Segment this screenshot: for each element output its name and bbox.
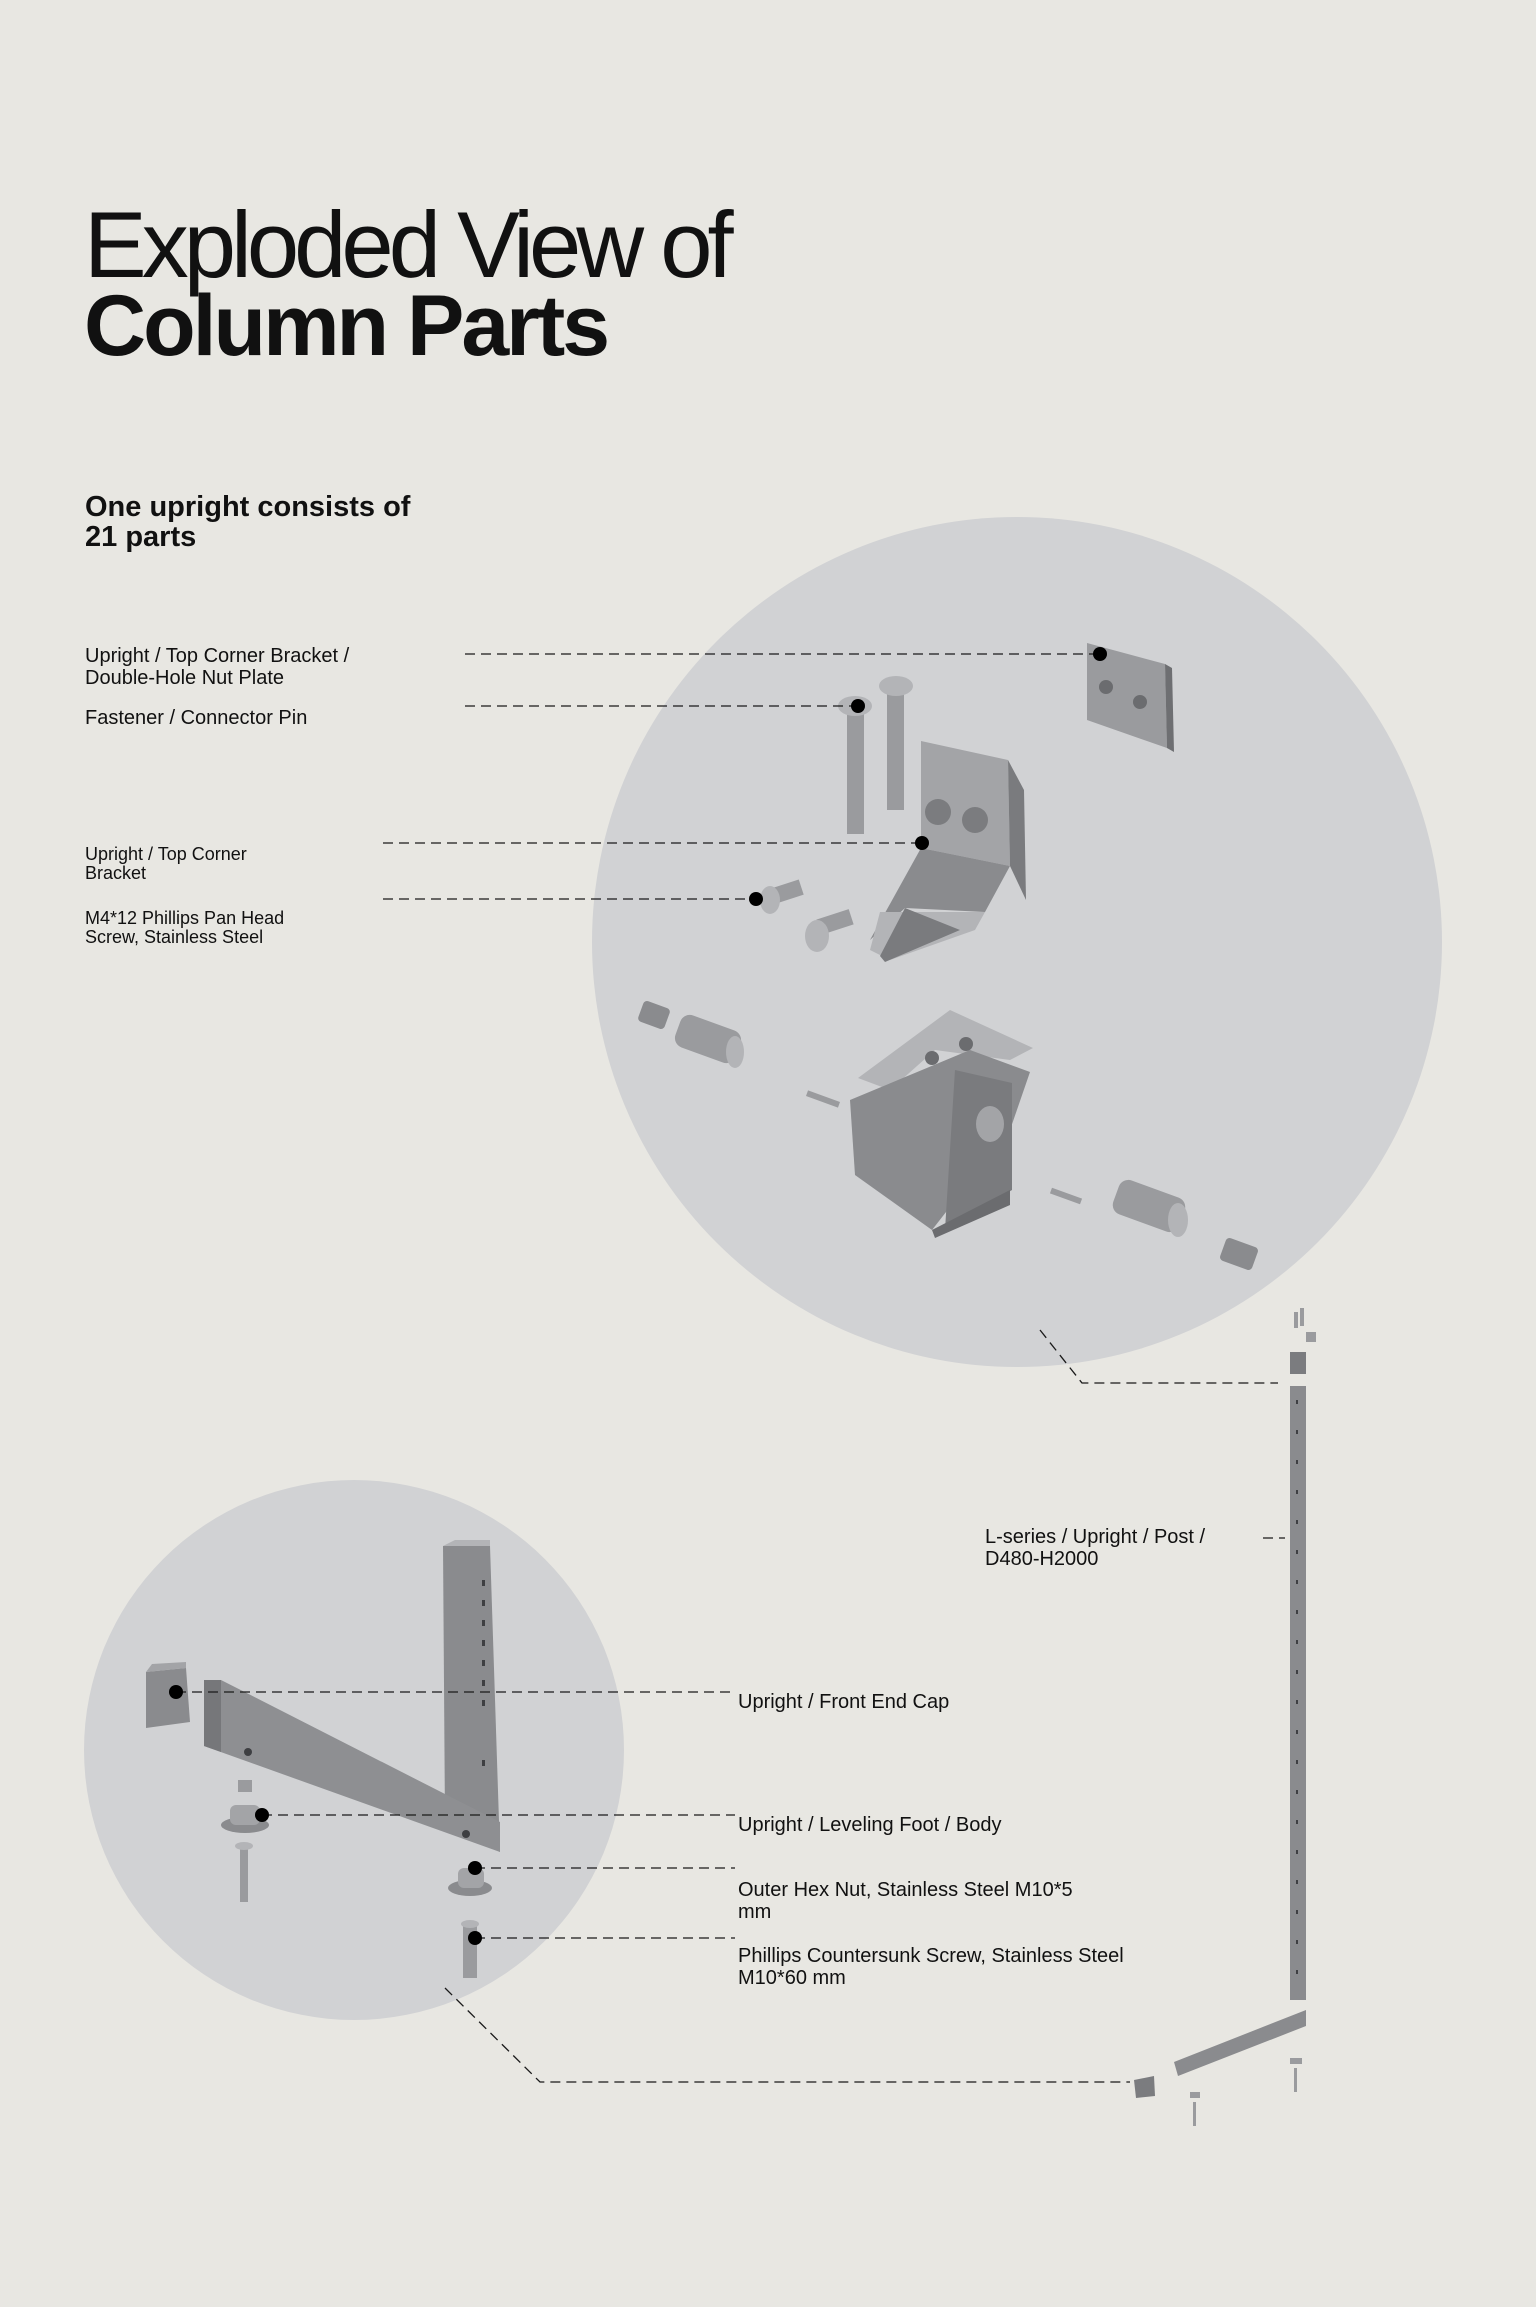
top-detail-circle <box>592 517 1442 1367</box>
leader-lines <box>176 653 1285 2083</box>
label-hex-nut: Outer Hex Nut, Stainless Steel M10*5 mm <box>738 1879 1073 1923</box>
leader-bottom-detail <box>444 1987 1130 2083</box>
top-corner-bracket <box>870 741 1026 962</box>
title-line-1: Exploded View of <box>84 192 734 297</box>
callout-dot-countersunk-screw <box>468 1931 482 1945</box>
callout-dots <box>169 647 1107 1945</box>
callout-dot-pan-head-screw <box>749 892 763 906</box>
title-line-2: Column Parts <box>84 278 610 374</box>
label-top-corner-bracket: Upright / Top Corner Bracket <box>85 844 247 883</box>
callout-dot-nut-plate <box>1093 647 1107 661</box>
callout-dot-front-end-cap <box>169 1685 183 1699</box>
corner-connector-block <box>850 1010 1033 1238</box>
leveling-foot-left <box>221 1780 269 1902</box>
label-front-end-cap: Upright / Front End Cap <box>738 1691 950 1713</box>
callout-dot-connector-pin <box>851 699 865 713</box>
label-post: L-series / Upright / Post / D480-H2000 <box>985 1526 1206 1570</box>
label-nut-plate: Upright / Top Corner Bracket / Double-Ho… <box>85 645 350 689</box>
label-pan-head-screw: M4*12 Phillips Pan Head Screw, Stainless… <box>85 908 285 947</box>
leader-top-detail <box>1039 1329 1278 1384</box>
label-connector-pin: Fastener / Connector Pin <box>85 707 308 729</box>
cross-dowel-left <box>638 1001 841 1108</box>
connector-pins <box>838 676 913 834</box>
label-countersunk-screw: Phillips Countersunk Screw, Stainless St… <box>738 1945 1124 1989</box>
callout-dot-leveling-foot <box>255 1808 269 1822</box>
parts-count-subtitle: One upright consists of 21 parts <box>85 491 411 553</box>
pan-head-screws <box>760 879 854 952</box>
callout-dot-hex-nut <box>468 1861 482 1875</box>
front-end-cap <box>146 1662 190 1728</box>
callout-dot-top-corner-bracket <box>915 836 929 850</box>
l-frame-detail <box>204 1540 500 1852</box>
label-leveling-foot: Upright / Leveling Foot / Body <box>738 1814 1002 1836</box>
cross-dowel-right <box>1049 1179 1258 1270</box>
upright-overview <box>1134 1308 1316 2126</box>
double-hole-nut-plate <box>1087 643 1174 752</box>
